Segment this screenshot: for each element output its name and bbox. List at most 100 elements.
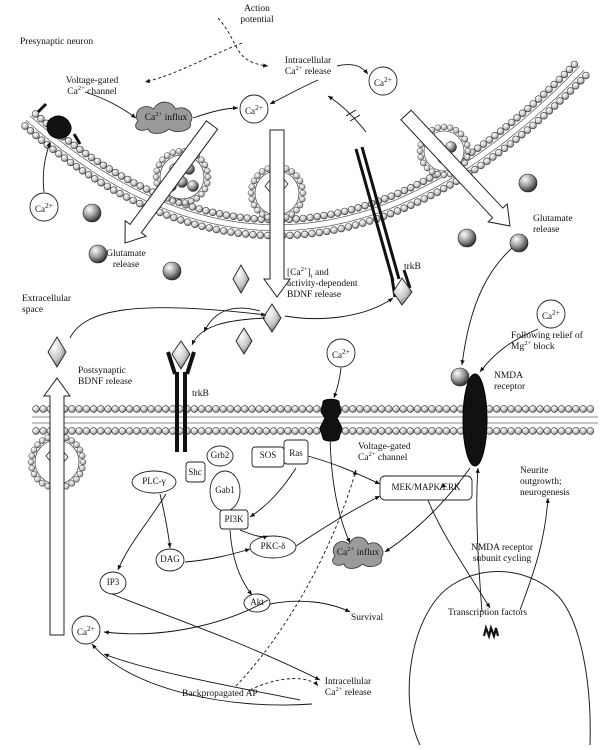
glutamate-ball <box>509 233 529 253</box>
lipid-head <box>385 405 393 413</box>
lipid-head <box>513 114 521 122</box>
lipid-head <box>55 150 63 158</box>
lipid-head <box>49 145 57 154</box>
lipid-head <box>82 427 91 435</box>
lipid-head <box>299 214 307 223</box>
lipid-head <box>293 172 300 180</box>
lipid-head <box>327 210 335 219</box>
lipid-head <box>169 198 177 205</box>
lipid-head <box>202 207 210 215</box>
lipid-head <box>442 427 451 435</box>
lipid-head <box>518 131 526 139</box>
lipid-head <box>363 427 371 435</box>
lipid-head <box>500 144 509 153</box>
lipid-head <box>241 427 249 435</box>
lipid-head <box>366 217 374 225</box>
glutamate-ball-nmda <box>450 367 470 387</box>
lipid-head <box>212 225 221 234</box>
lipid-head <box>557 405 566 413</box>
lipid-head <box>38 480 46 487</box>
lipid-head <box>377 405 386 413</box>
lipid-head <box>155 161 163 169</box>
lipid-head <box>386 210 395 218</box>
arrow-bdnf-curl <box>203 307 261 333</box>
lipid-head <box>255 427 263 435</box>
lipid-head <box>32 131 40 140</box>
lipid-head <box>233 405 242 413</box>
label-dag: DAG <box>160 554 180 564</box>
lipid-head <box>242 230 250 238</box>
lipid-head <box>81 149 90 158</box>
arrow-dag-to-pkc <box>184 548 251 563</box>
lipid-head <box>125 427 134 435</box>
arrow-bap-to-channel <box>235 469 357 687</box>
lipid-head <box>449 405 458 413</box>
ca-circle-label: Ca2+ <box>332 347 350 360</box>
lipid-head <box>60 154 69 162</box>
label-gab1: Gab1 <box>215 485 235 495</box>
lipid-head <box>550 427 559 435</box>
lipid-head <box>205 427 213 435</box>
lipid-head <box>489 153 497 161</box>
lipid-head <box>177 216 185 224</box>
lipid-head <box>104 405 112 413</box>
lipid-head <box>31 110 40 118</box>
arrow-intracellular-to-ca <box>336 64 369 75</box>
lipid-head <box>561 92 569 100</box>
lipid-head <box>474 144 482 152</box>
arrow-plc-to-ip3 <box>117 493 167 571</box>
lipid-head <box>512 135 520 144</box>
lipid-head <box>426 174 434 182</box>
trkb-receptor-bottom-arm <box>166 351 196 375</box>
lipid-head <box>296 177 304 185</box>
nmda-receptor <box>462 373 488 467</box>
lipid-head <box>536 427 544 435</box>
arrow-plc-to-dag <box>159 493 172 549</box>
lipid-head <box>216 210 224 218</box>
arrow-ip3-to-intracellular <box>111 593 321 681</box>
lipid-head <box>446 181 454 189</box>
lipid-head <box>377 427 386 435</box>
lipid-head <box>341 427 350 435</box>
lipid-head <box>556 97 564 105</box>
lipid-head <box>64 137 73 145</box>
lipid-head <box>356 405 364 413</box>
ca-ion-circle <box>326 338 356 368</box>
lipid-head <box>565 405 573 413</box>
lipid-head <box>170 213 178 222</box>
label-plc-gamma: PLC-γ <box>142 476 166 486</box>
lipid-head <box>508 118 516 127</box>
lipid-head <box>248 183 256 191</box>
lipid-head <box>514 405 523 413</box>
lipid-head <box>370 427 379 435</box>
glutamate-ball <box>187 180 199 192</box>
grb2-oval <box>206 445 234 467</box>
lipid-head <box>147 405 155 413</box>
lipid-head <box>286 231 294 240</box>
lipid-head <box>129 196 137 205</box>
lipid-head <box>572 405 580 413</box>
lipid-head <box>161 427 170 435</box>
ca-channel-top-edge <box>36 102 82 145</box>
lipid-head <box>347 206 356 214</box>
lipid-head <box>181 199 189 207</box>
lipid-head <box>313 427 321 435</box>
lipid-head <box>330 226 338 234</box>
lipid-head <box>269 405 278 413</box>
lipid-head <box>39 427 47 435</box>
lipid-head <box>477 161 485 170</box>
arrow-intracellular-to-ca-bottom <box>91 643 313 706</box>
lipid-head <box>254 206 261 214</box>
block-arrow-glutamate-left <box>124 120 219 244</box>
lipid-head <box>370 405 379 413</box>
arrow-pkc-to-mek <box>295 495 381 547</box>
lipid-head <box>28 452 36 460</box>
lipid-head <box>154 427 163 435</box>
lipid-head <box>586 405 595 413</box>
lipid-head <box>452 126 460 134</box>
lipid-head <box>296 201 304 209</box>
lipid-head <box>392 427 400 435</box>
